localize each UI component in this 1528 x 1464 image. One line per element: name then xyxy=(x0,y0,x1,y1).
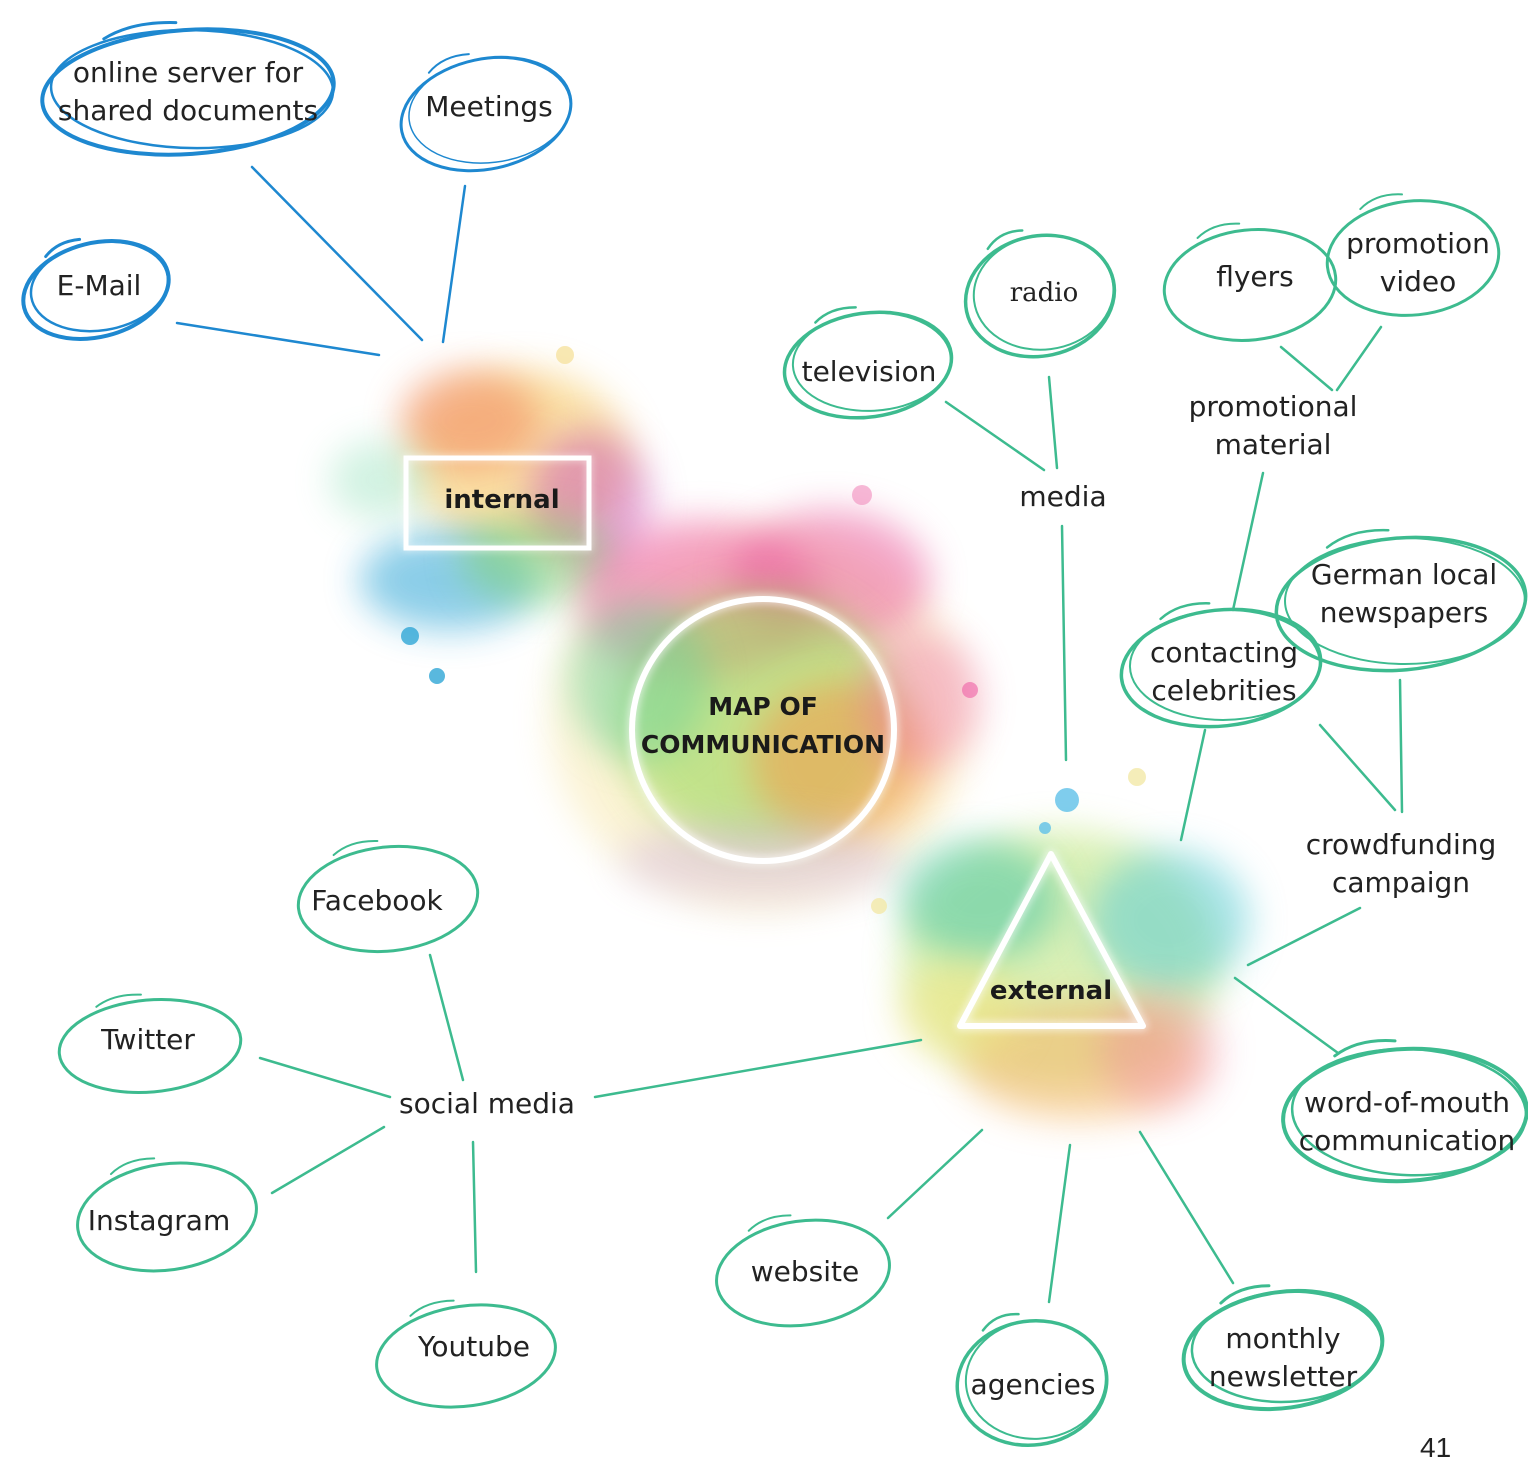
bubble-email xyxy=(21,237,171,341)
bubble-youtube xyxy=(375,1299,557,1409)
line-celebrities-crowdfunding xyxy=(1318,723,1397,812)
line-newsletter-external xyxy=(1138,1130,1235,1285)
line-television-media xyxy=(944,400,1046,472)
connector-lines xyxy=(175,165,1404,1304)
line-meetings xyxy=(441,184,467,344)
promotional-material-label: promotional material xyxy=(1189,388,1358,464)
contacting-celebrities-line-2: celebrities xyxy=(1151,674,1297,707)
crowdfunding-line-1: crowdfunding xyxy=(1305,828,1497,861)
line-website-external xyxy=(886,1128,984,1220)
television-label: television xyxy=(801,355,937,388)
line-promo-celebrities xyxy=(1231,471,1265,612)
line-online-server xyxy=(250,165,424,342)
line-media-external xyxy=(1060,524,1068,762)
line-instagram-social xyxy=(270,1125,386,1195)
bubbles xyxy=(21,21,1528,1448)
social-media-label: social media xyxy=(399,1087,575,1120)
external-label: external xyxy=(989,976,1113,1006)
facebook-label: Facebook xyxy=(311,884,443,917)
word-of-mouth-label: word-of-mouth communication xyxy=(1299,1084,1516,1160)
internal-frame xyxy=(403,455,592,551)
flyers-label: flyers xyxy=(1216,260,1294,293)
promotion-video-label: promotion video xyxy=(1346,225,1490,301)
crowdfunding-line-2: campaign xyxy=(1331,866,1471,899)
online-server-line-2: shared documents xyxy=(57,94,319,127)
bubble-meetings xyxy=(399,53,573,173)
bubble-television xyxy=(782,306,954,420)
map-title-line-1: MAP OF xyxy=(708,692,818,721)
bubble-online-server xyxy=(40,21,336,157)
german-newspapers-label: German local newspapers xyxy=(1311,556,1497,632)
bubble-german-newspapers xyxy=(1274,528,1528,673)
promotion-video-line-1: promotion xyxy=(1346,227,1490,260)
bubble-monthly-newsletter xyxy=(1181,1284,1385,1412)
line-agencies-external xyxy=(1047,1143,1072,1304)
contacting-celebrities-line-1: contacting xyxy=(1149,636,1299,669)
bubble-radio xyxy=(963,229,1117,359)
word-of-mouth-line-2: communication xyxy=(1298,1124,1516,1157)
line-socialmedia-external xyxy=(593,1038,923,1099)
website-label: website xyxy=(750,1255,860,1288)
german-newspapers-line-2: newspapers xyxy=(1319,596,1489,629)
radio-label: radio xyxy=(1009,278,1079,308)
line-radio-media xyxy=(1047,375,1059,470)
bubble-word-of-mouth xyxy=(1281,1038,1528,1184)
youtube-label: Youtube xyxy=(418,1330,530,1363)
line-flyers-promo xyxy=(1279,345,1334,392)
monthly-newsletter-label: monthly newsletter xyxy=(1209,1320,1357,1396)
bubble-contacting-celebrities xyxy=(1119,602,1323,729)
map-title: MAP OF COMMUNICATION xyxy=(641,688,885,764)
line-twitter-social xyxy=(258,1056,392,1099)
bubble-agencies xyxy=(955,1312,1109,1448)
line-celebrities-external xyxy=(1179,728,1207,842)
crowdfunding-label: crowdfunding campaign xyxy=(1306,826,1497,902)
line-newspapers-crowdfunding xyxy=(1398,678,1404,814)
bubble-promotion-video xyxy=(1325,193,1501,317)
promotional-material-line-1: promotional xyxy=(1188,390,1358,423)
monthly-newsletter-line-2: newsletter xyxy=(1208,1360,1358,1393)
online-server-label: online server for shared documents xyxy=(58,54,318,130)
line-crowdfunding-external xyxy=(1246,906,1362,967)
word-of-mouth-line-1: word-of-mouth xyxy=(1304,1086,1510,1119)
page-number: 41 xyxy=(1420,1432,1452,1463)
twitter-label: Twitter xyxy=(101,1023,195,1056)
line-youtube-social xyxy=(471,1140,478,1274)
line-facebook-social xyxy=(428,953,465,1082)
internal-watercolor-splash xyxy=(330,346,650,684)
contacting-celebrities-label: contacting celebrities xyxy=(1150,634,1298,710)
promotion-video-line-2: video xyxy=(1379,265,1457,298)
monthly-newsletter-line-1: monthly xyxy=(1225,1322,1341,1355)
line-email xyxy=(175,321,381,357)
bubble-facebook xyxy=(296,840,480,954)
instagram-label: Instagram xyxy=(87,1204,231,1237)
line-video-promo xyxy=(1335,325,1383,392)
german-newspapers-line-1: German local xyxy=(1310,558,1498,591)
bubble-twitter xyxy=(57,993,243,1095)
line-wordofmouth-external xyxy=(1233,976,1340,1055)
email-label: E-Mail xyxy=(56,269,142,302)
online-server-line-1: online server for xyxy=(72,56,304,89)
agencies-label: agencies xyxy=(970,1368,1096,1401)
internal-label: internal xyxy=(444,485,560,515)
media-label: media xyxy=(1019,480,1107,513)
meetings-label: Meetings xyxy=(425,90,553,123)
bubble-website xyxy=(715,1214,891,1328)
center-circle xyxy=(627,594,899,866)
bubble-flyers xyxy=(1162,222,1338,342)
map-title-line-2: COMMUNICATION xyxy=(640,730,886,759)
external-triangle xyxy=(955,849,1148,1031)
bubble-instagram xyxy=(76,1157,258,1273)
promotional-material-line-2: material xyxy=(1214,428,1332,461)
